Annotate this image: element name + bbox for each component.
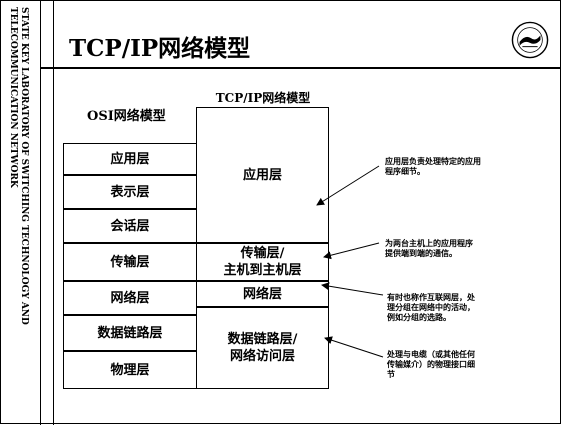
sidebar: STATE KEY LABORATORY OF SWITCHING TECHNO… [1,1,41,425]
sidebar-line-1: STATE KEY LABORATORY OF SWITCHING TECHNO… [19,7,29,325]
slide-title: TCP/IP网络模型 [69,35,251,62]
divider-horizontal [41,67,561,69]
arrow-application [316,165,380,206]
tcpip-layer-datalink: 数据链路层/ 网络访问层 [196,307,329,389]
tcpip-layer-network-label: 网络层 [242,286,282,302]
tcpip-layer-datalink-line1: 数据链路层/ [227,332,298,347]
tcpip-layer-datalink-line2: 网络访问层 [229,349,295,364]
sidebar-line-2: TELECOMMUNICATION NETWORK [8,7,18,188]
note-network: 有时也称作互联网层，处 理分组在网络中的活动， 例如分组的选路。 [387,293,475,323]
note-datalink-line1: 处理与电缆（或其他任何 [387,350,475,359]
sidebar-lab-name: STATE KEY LABORATORY OF SWITCHING TECHNO… [7,7,29,325]
note-network-line1: 有时也称作互联网层，处 [387,293,475,302]
note-application: 应用层负责处理特定的应用 程序细节。 [385,157,481,177]
arrow-datalink [324,336,384,358]
tcpip-layer-transport-line2: 主机到主机层 [223,263,302,278]
divider-vertical [53,1,54,425]
note-transport-line1: 为两台主机上的应用程序 [385,239,473,248]
note-application-line1: 应用层负责处理特定的应用 [385,157,481,166]
university-seal-icon [511,21,549,59]
note-transport: 为两台主机上的应用程序 提供端到端的通信。 [385,239,473,259]
arrow-network [321,282,384,296]
note-network-line3: 例如分组的选路。 [387,313,451,322]
tcpip-layer-transport: 传输层/ 主机到主机层 [196,243,329,281]
osi-heading: OSI网络模型 [87,109,166,124]
note-application-line2: 程序细节。 [385,167,425,176]
note-datalink: 处理与电缆（或其他任何 传输媒介）的物理接口细 节 [387,350,475,380]
arrow-transport [323,242,380,260]
note-network-line2: 理分组在网络中的活动， [387,303,475,312]
tcpip-layer-application: 应用层 [196,107,329,243]
tcpip-layer-network: 网络层 [196,281,329,307]
tcpip-layer-application-label: 应用层 [242,167,282,183]
tcpip-layer-transport-line1: 传输层/ [240,246,285,261]
note-datalink-line3: 节 [387,370,395,379]
tcpip-heading: TCP/IP网络模型 [215,91,311,105]
note-transport-line2: 提供端到端的通信。 [385,249,457,258]
note-datalink-line2: 传输媒介）的物理接口细 [387,360,475,369]
